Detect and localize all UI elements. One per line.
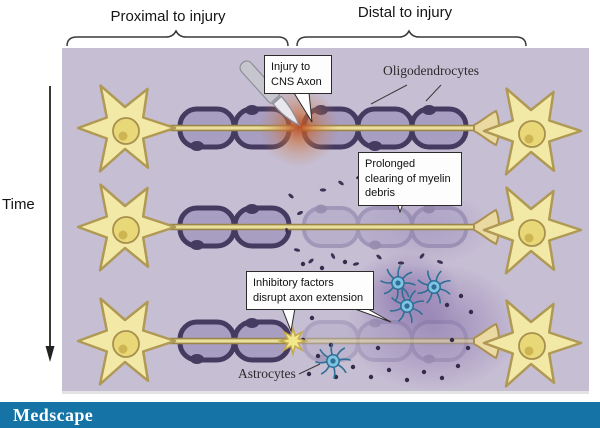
injury-callout: Injury to CNS Axon xyxy=(264,55,332,95)
inhibitory-callout: Inhibitory factors disrupt axon extensio… xyxy=(246,271,374,311)
time-axis-label: Time xyxy=(2,196,35,213)
oligodendrocytes-label: Oligodendrocytes xyxy=(383,63,479,78)
inhibitory-molecules xyxy=(300,259,474,383)
row-inhibition xyxy=(76,259,583,388)
region-brackets xyxy=(66,29,527,47)
brand-bar: Medscape xyxy=(0,402,600,428)
row-clearing xyxy=(76,174,583,275)
blocked-growth-cone xyxy=(279,327,307,355)
time-arrow xyxy=(45,86,55,362)
myelin-debris xyxy=(285,174,444,266)
medscape-logo: Medscape xyxy=(13,405,94,425)
proximal-region-label: Proximal to injury xyxy=(110,8,226,25)
astrocytes-label: Astrocytes xyxy=(238,366,296,381)
leader-lines xyxy=(298,84,442,375)
distal-region-label: Distal to injury xyxy=(357,4,453,21)
clearing-callout: Prolonged clearing of myelin debris xyxy=(358,152,462,206)
